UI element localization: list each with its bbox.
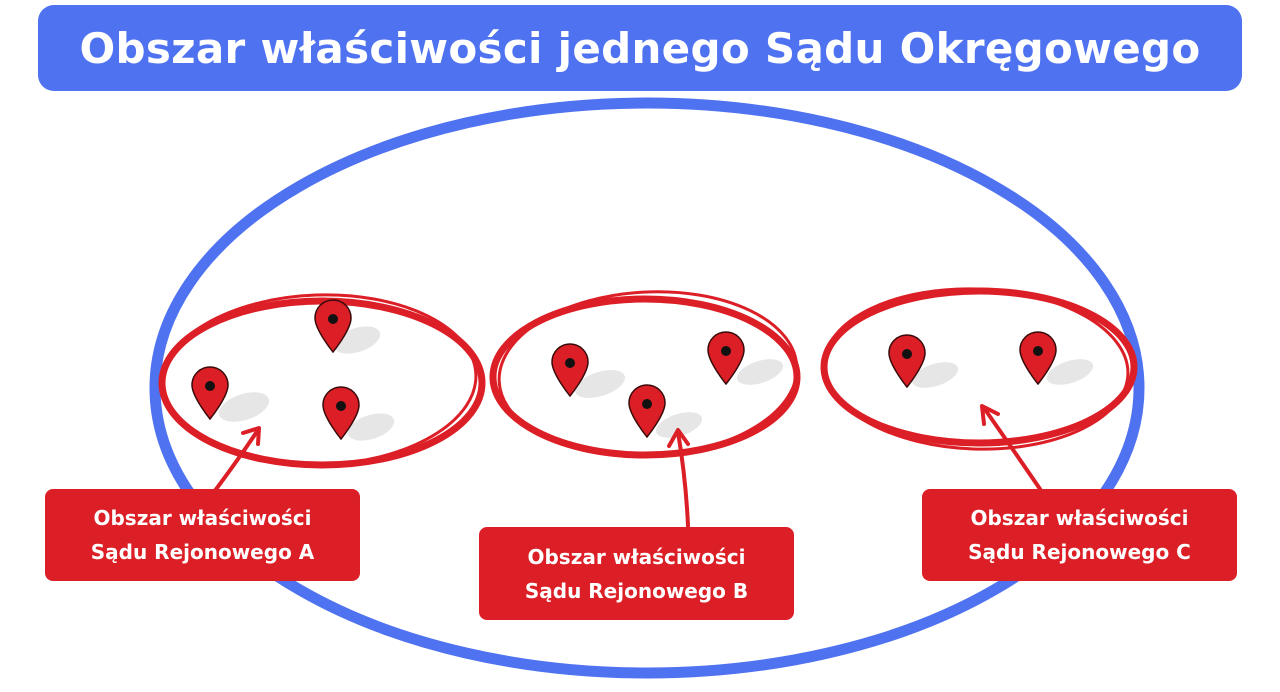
map-pin-icon	[314, 299, 381, 354]
title-banner: Obszar właściwości jednego Sądu Okręgowe…	[38, 5, 1242, 91]
arrow-a	[212, 426, 261, 494]
map-pin-icon	[1019, 331, 1094, 386]
district-c-label-line1: Obszar właściwości	[970, 506, 1189, 530]
map-pin-icon	[551, 343, 626, 398]
district-a-ellipse	[158, 293, 486, 469]
district-b-label-line1: Obszar właściwości	[527, 544, 746, 569]
district-b-ellipse	[489, 290, 801, 459]
map-pin-icon	[888, 334, 959, 389]
district-a-label-line2: Sądu Rejonowego A	[90, 540, 315, 564]
diagram-title: Obszar właściwości jednego Sądu Okręgowe…	[79, 23, 1201, 73]
district-a-label: Obszar właściwości Sądu Rejonowego A	[45, 489, 360, 581]
district-c-label-line2: Sądu Rejonowego C	[968, 540, 1191, 564]
district-a-label-line1: Obszar właściwości	[93, 506, 312, 530]
map-pin-icon	[322, 386, 395, 441]
map-pin-icon	[628, 384, 703, 439]
district-b-label: Obszar właściwości Sądu Rejonowego B	[479, 527, 794, 620]
map-pin-icon	[191, 366, 270, 422]
arrow-c	[980, 404, 1042, 491]
district-c-label: Obszar właściwości Sądu Rejonowego C	[922, 489, 1237, 581]
district-b-label-line2: Sądu Rejonowego B	[524, 578, 749, 603]
district-c-ellipse	[820, 287, 1138, 451]
outer-region-ellipse	[149, 97, 1145, 679]
map-pin-icon	[707, 331, 784, 386]
arrow-b	[667, 428, 690, 528]
